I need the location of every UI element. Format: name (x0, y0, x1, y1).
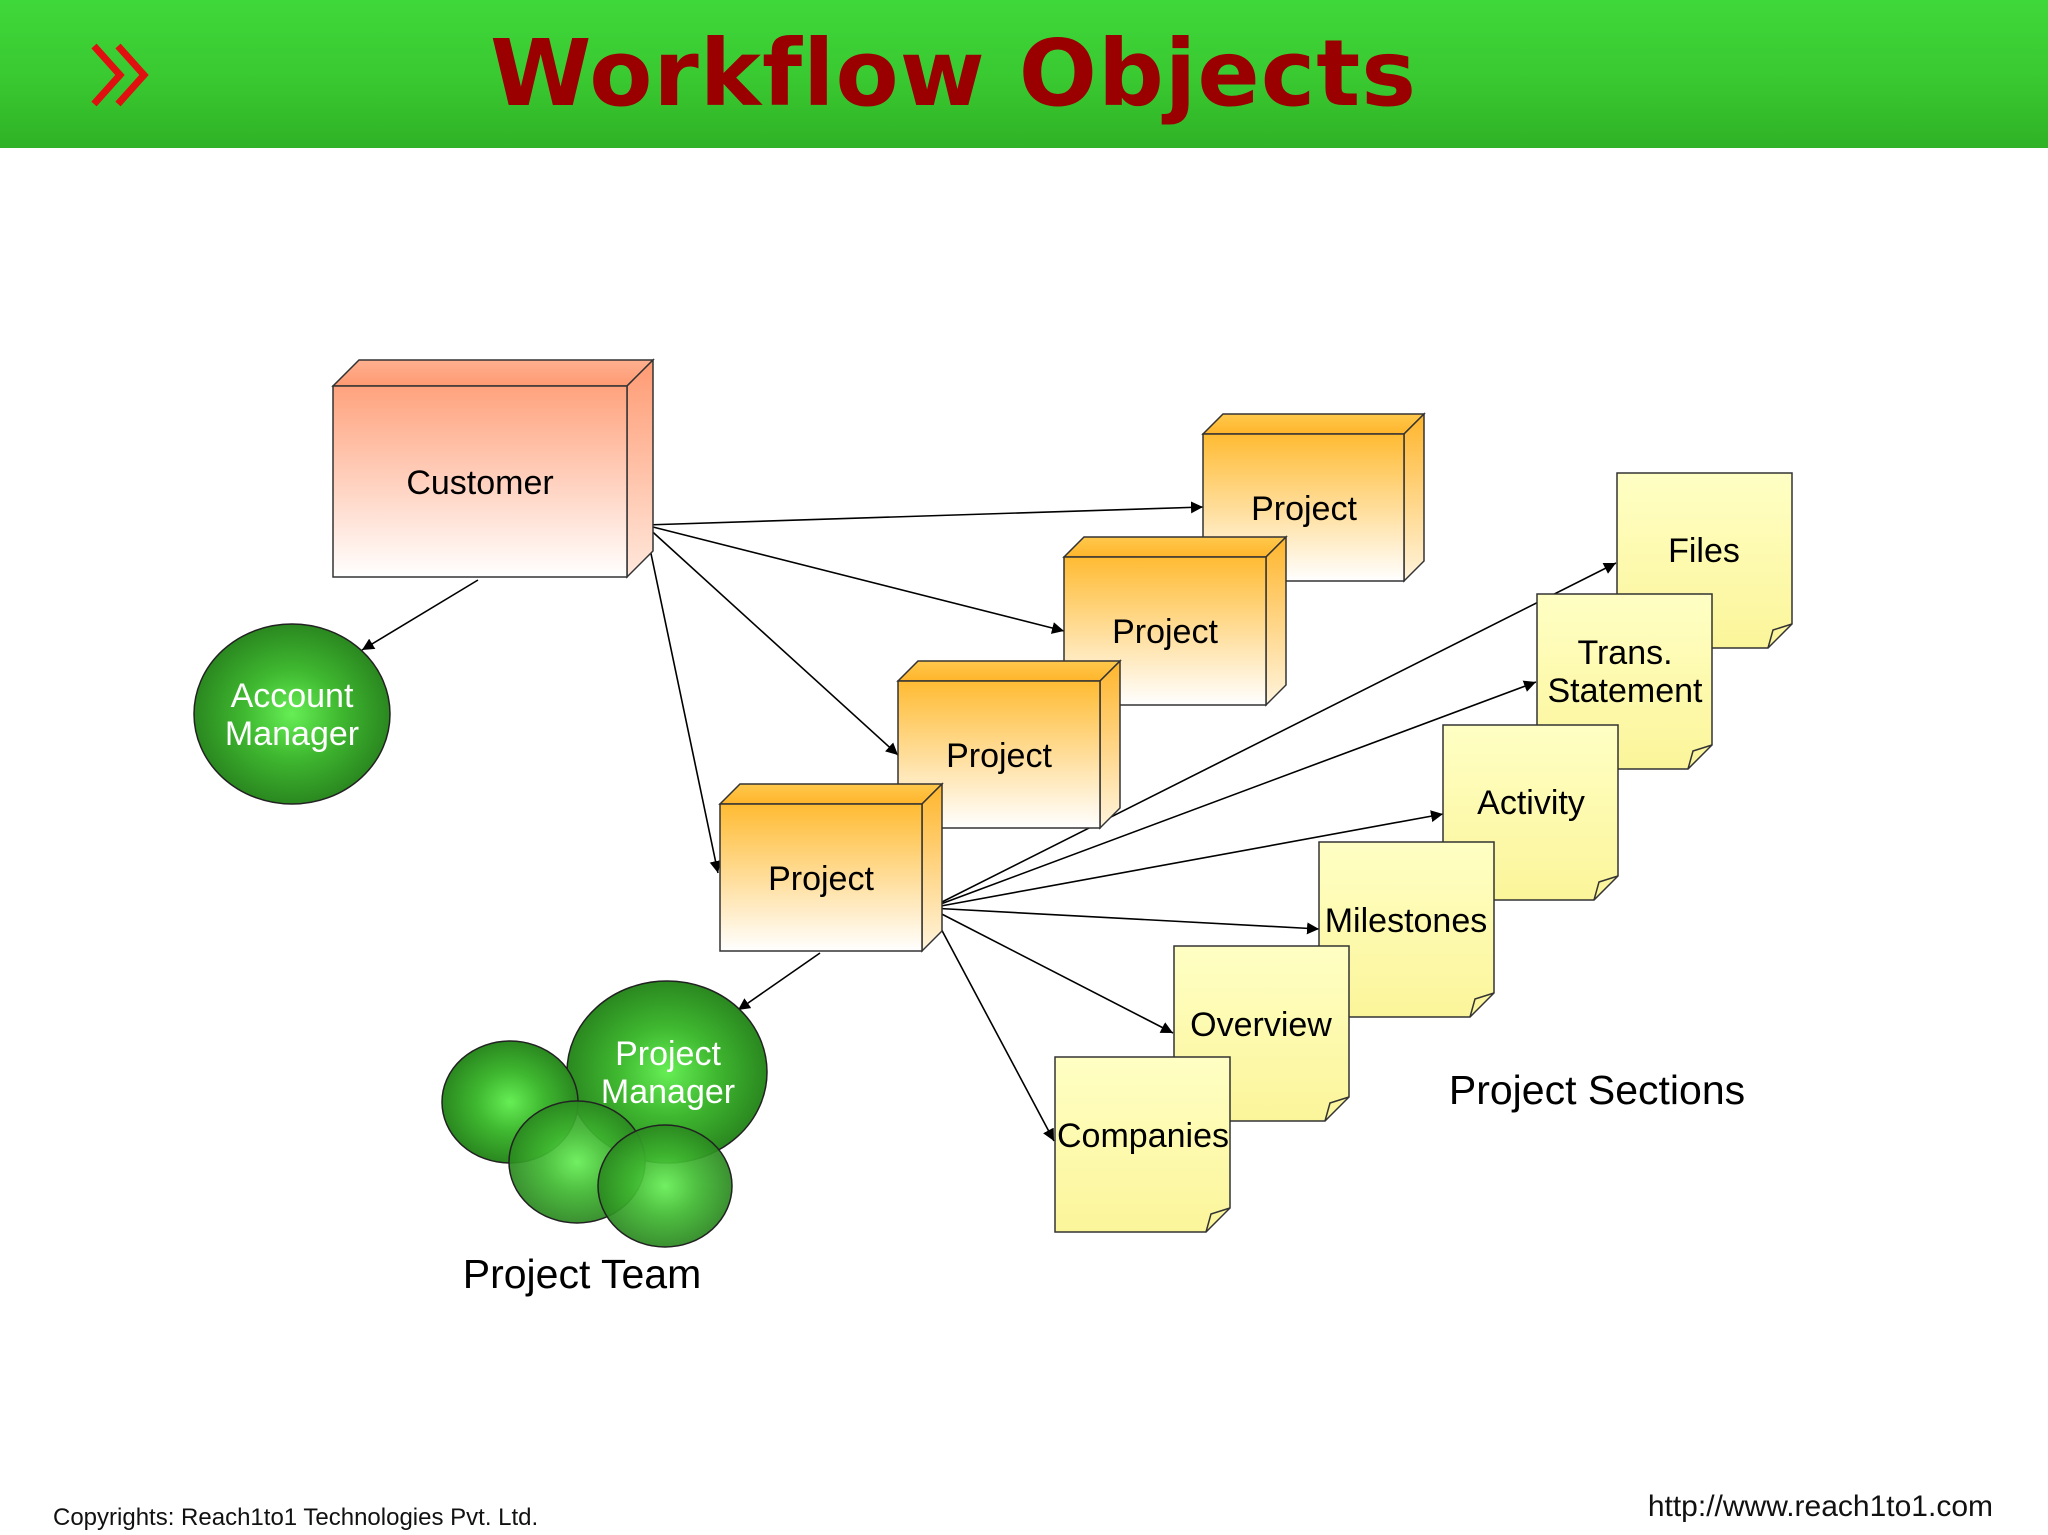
project-1-label: Project (1251, 490, 1357, 528)
arrow-project-activity (929, 810, 1444, 909)
companies-label: Companies (1057, 1117, 1229, 1155)
account-manager-node: Account Manager (193, 623, 391, 805)
account-manager-label-line2: Manager (225, 715, 359, 753)
copyright-text: Copyrights: Reach1to1 Technologies Pvt. … (53, 1504, 539, 1531)
arrow-customer-account-manager (361, 579, 479, 651)
account-manager-label-line1: Account (231, 677, 354, 715)
project-manager-label-line2: Manager (601, 1073, 735, 1111)
activity-label: Activity (1477, 784, 1585, 822)
arrow-project-trans-statement (929, 680, 1537, 909)
note-milestones: Milestones (1318, 841, 1495, 1018)
trans-label-line2: Statement (1548, 672, 1704, 710)
trans-label-line1: Trans. (1577, 634, 1672, 672)
customer-label: Customer (406, 464, 553, 502)
arrow-project-overview (929, 907, 1174, 1034)
project-sections-caption: Project Sections (1449, 1067, 1745, 1113)
project-box-2: Project (1062, 535, 1288, 707)
arrow-project-milestones (929, 907, 1320, 935)
double-chevron-right-icon (91, 43, 149, 107)
project-team-node: Project Manager (441, 980, 768, 1248)
arrow-customer-project-4 (644, 524, 722, 874)
arrow-project-files (929, 562, 1617, 909)
project-4-label: Project (768, 860, 874, 898)
arrow-customer-project-1 (644, 501, 1204, 526)
overview-label: Overview (1190, 1006, 1332, 1044)
team-member-circle (597, 1124, 733, 1248)
customer-box: Customer (331, 358, 655, 579)
files-label: Files (1668, 532, 1740, 570)
project-3-label: Project (946, 737, 1052, 775)
arrow-project-companies (929, 907, 1055, 1142)
project-manager-label-line1: Project (615, 1035, 721, 1073)
title-bar: Workflow Objects (0, 0, 2048, 148)
slide-title: Workflow Objects (490, 20, 1418, 127)
website-url: http://www.reach1to1.com (1647, 1490, 1993, 1523)
connectors (361, 501, 1617, 1142)
project-team-caption: Project Team (463, 1251, 702, 1297)
arrow-customer-project-2 (644, 524, 1065, 634)
project-box-4: Project (718, 782, 944, 953)
milestones-label: Milestones (1325, 902, 1488, 940)
project-2-label: Project (1112, 613, 1218, 651)
arrow-customer-project-3 (644, 524, 899, 756)
arrow-project-team (737, 952, 821, 1011)
note-companies: Companies (1054, 1056, 1231, 1233)
